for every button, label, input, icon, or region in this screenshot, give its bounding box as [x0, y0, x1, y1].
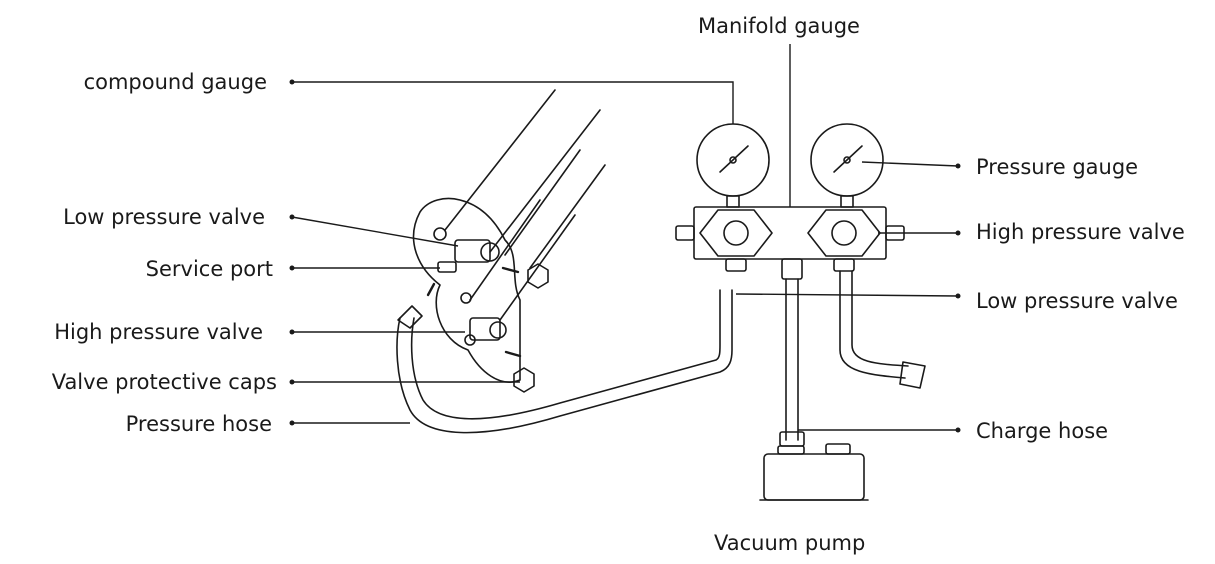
label-high-pressure-valve-right: High pressure valve	[976, 220, 1185, 244]
label-valve-protective-caps: Valve protective caps	[51, 370, 277, 394]
leader-lines	[291, 44, 959, 431]
vacuum-pump-drawing	[759, 443, 869, 501]
label-pressure-hose: Pressure hose	[125, 412, 272, 436]
label-low-pressure-valve-right: Low pressure valve	[976, 289, 1178, 313]
compound-gauge-drawing	[696, 123, 770, 208]
valve-protective-caps	[513, 263, 549, 393]
pressure-hose	[396, 289, 733, 434]
label-charge-hose: Charge hose	[976, 419, 1109, 443]
charge-hose	[779, 278, 805, 447]
label-service-port: Service port	[145, 257, 273, 281]
service-valve-body	[412, 197, 521, 383]
label-pressure-gauge: Pressure gauge	[976, 155, 1139, 179]
label-vacuum-pump: Vacuum pump	[714, 531, 866, 555]
label-compound-gauge: compound gauge	[83, 70, 267, 94]
leader-dots	[289, 79, 961, 433]
label-low-pressure-valve-left: Low pressure valve	[63, 205, 265, 229]
high-side-hose	[839, 270, 926, 389]
pressure-gauge-drawing	[810, 123, 884, 208]
manifold-block	[675, 206, 905, 280]
direction-arrows	[426, 266, 522, 358]
label-high-pressure-valve-left: High pressure valve	[54, 320, 263, 344]
refrigerant-pipes	[444, 89, 606, 321]
label-manifold-gauge: Manifold gauge	[698, 14, 860, 38]
